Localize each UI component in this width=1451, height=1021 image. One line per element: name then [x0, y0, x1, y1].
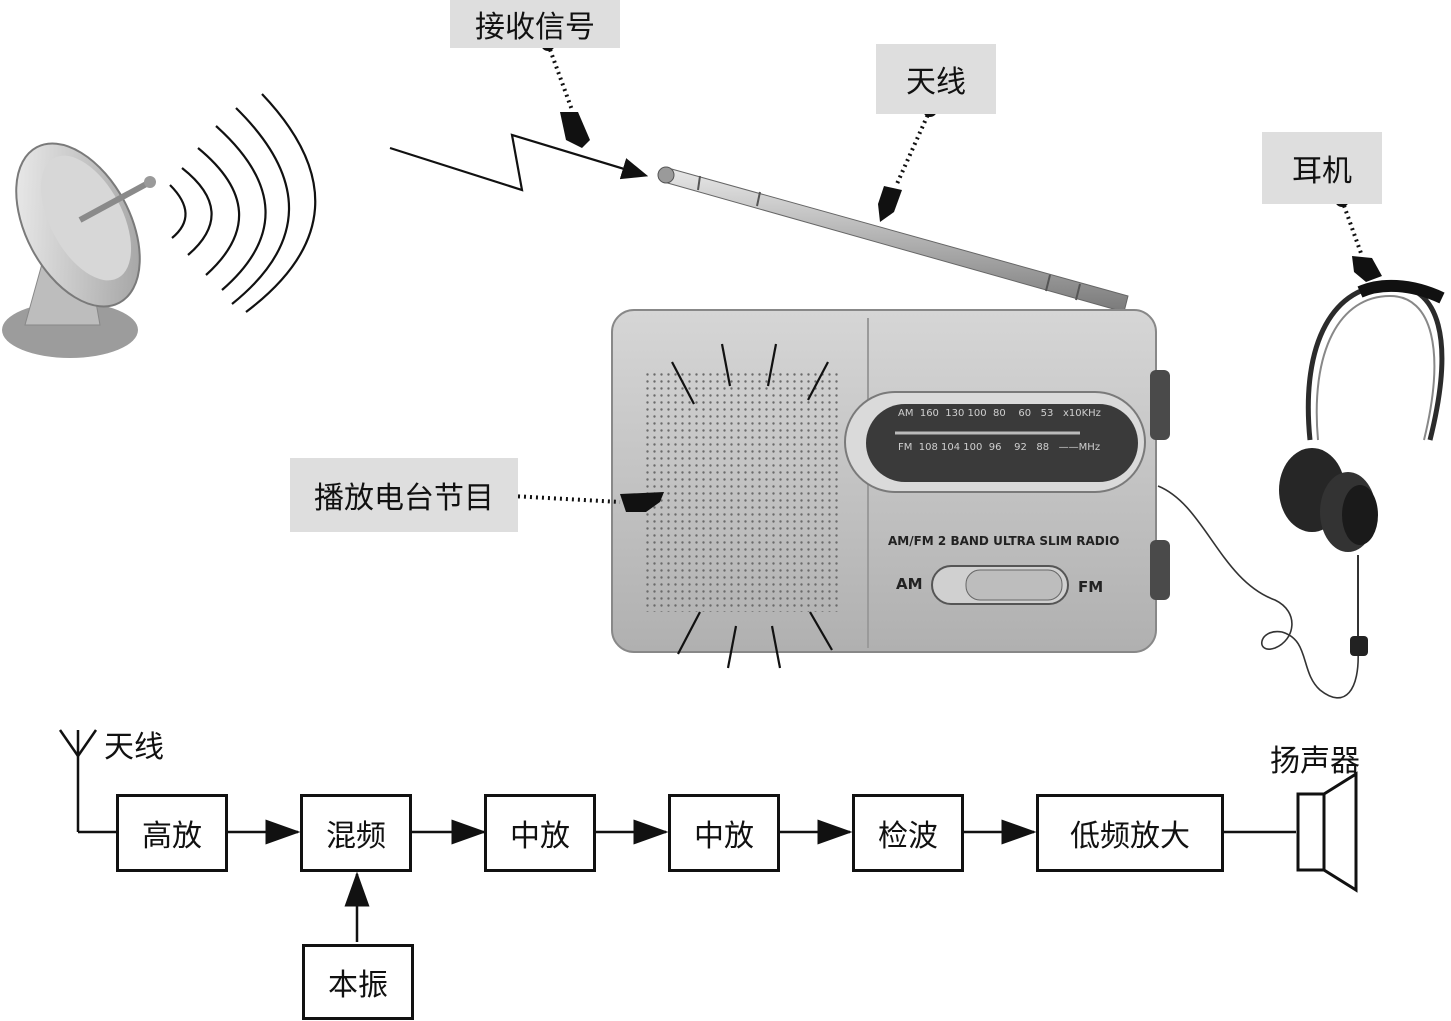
block-detector: 检波	[852, 794, 964, 872]
am-label: AM	[896, 575, 923, 593]
block-rf-amp-label: 高放	[142, 819, 202, 854]
callout-receive-signal: 接收信号	[450, 0, 620, 48]
fm-label: FM	[1078, 578, 1104, 596]
block-mixer-label: 混频	[326, 819, 386, 854]
callout-antenna-text: 天线	[906, 65, 966, 100]
block-mixer: 混频	[300, 794, 412, 872]
signal-arrow	[389, 133, 649, 192]
speaker-grille	[645, 372, 840, 612]
block-detector-label: 检波	[878, 819, 938, 854]
block-if-amp-2-label: 中放	[694, 819, 754, 854]
radio-body	[611, 309, 1170, 669]
block-if-amp-1-label: 中放	[510, 819, 570, 854]
block-local-oscillator: 本振	[302, 944, 414, 1020]
illustration	[2, 37, 1445, 699]
callout-broadcast: 播放电台节目	[290, 458, 518, 532]
callout-earphone: 耳机	[1262, 132, 1382, 204]
block-if-amp-1: 中放	[484, 794, 596, 872]
callout-antenna: 天线	[876, 44, 996, 114]
callout-broadcast-text: 播放电台节目	[314, 481, 494, 516]
am-scale: AM 160 130 100 80 60 53 x10KHz	[898, 408, 1101, 419]
speaker-icon	[1296, 771, 1358, 893]
block-audio-amp-label: 低频放大	[1070, 819, 1190, 854]
block-local-oscillator-label: 本振	[328, 968, 388, 1003]
block-if-amp-2: 中放	[668, 794, 780, 872]
pointing-hand-icon	[560, 112, 1382, 512]
satellite-dish-icon	[2, 142, 156, 358]
radio-model-text: AM/FM 2 BAND ULTRA SLIM RADIO	[888, 534, 1120, 548]
block-antenna-label: 天线	[104, 730, 164, 765]
speaker-label: 扬声器	[1270, 744, 1360, 779]
block-audio-amp: 低频放大	[1036, 794, 1224, 872]
callout-receive-signal-text: 接收信号	[475, 10, 595, 45]
headphones-icon	[1279, 279, 1445, 656]
block-rf-amp: 高放	[116, 794, 228, 872]
fm-scale: FM 108 104 100 96 92 88 ——MHz	[898, 442, 1101, 453]
radio-wave-icon	[169, 93, 317, 313]
callout-earphone-text: 耳机	[1292, 154, 1352, 189]
earphone-cable	[1157, 485, 1359, 699]
